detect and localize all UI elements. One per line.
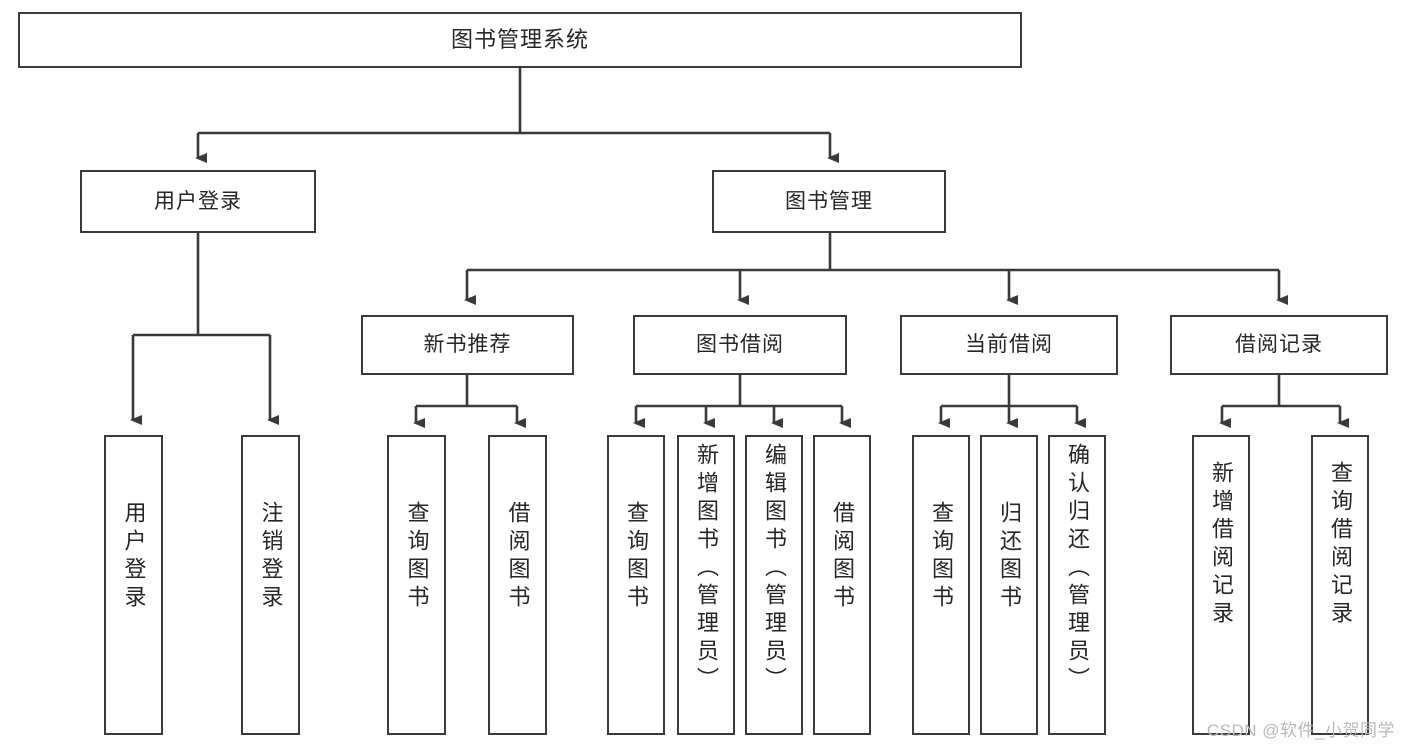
- node-root-book-management-system[interactable]: 图书管理系统: [18, 12, 1022, 68]
- node-label: 新增借阅记录: [1209, 461, 1234, 629]
- node-label: 归还图书: [997, 501, 1022, 613]
- node-current-borrow[interactable]: 当前借阅: [900, 315, 1118, 375]
- node-label: 用户登录: [121, 501, 147, 613]
- node-label: 确认归还（管理员）: [1065, 443, 1090, 695]
- node-label: 查询图书: [404, 501, 430, 613]
- node-label: 查询图书: [624, 501, 649, 613]
- leaf-book-borrow-query-book[interactable]: 查询图书: [607, 435, 665, 735]
- node-label: 图书管理: [785, 189, 873, 213]
- node-label: 图书管理系统: [450, 26, 589, 52]
- node-label: 图书借阅: [696, 333, 784, 357]
- node-book-management[interactable]: 图书管理: [712, 170, 946, 233]
- leaf-current-borrow-confirm-return-admin[interactable]: 确认归还（管理员）: [1048, 435, 1106, 735]
- node-label: 注销登录: [258, 501, 284, 613]
- leaf-current-borrow-query-book[interactable]: 查询图书: [912, 435, 970, 735]
- node-label: 新书推荐: [423, 333, 512, 357]
- node-label: 编辑图书（管理员）: [762, 443, 787, 695]
- node-label: 查询图书: [929, 501, 954, 613]
- node-label: 新增图书（管理员）: [694, 443, 719, 695]
- watermark-text: CSDN @软件_小贺同学: [1206, 721, 1395, 740]
- leaf-borrow-record-add-record[interactable]: 新增借阅记录: [1192, 435, 1250, 735]
- leaf-book-borrow-edit-book-admin[interactable]: 编辑图书（管理员）: [745, 435, 803, 735]
- node-label: 借阅图书: [830, 501, 855, 613]
- leaf-user-login-login[interactable]: 用户登录: [104, 435, 163, 735]
- leaf-borrow-record-query-record[interactable]: 查询借阅记录: [1311, 435, 1369, 735]
- node-borrow-record[interactable]: 借阅记录: [1170, 315, 1388, 375]
- leaf-user-login-logout[interactable]: 注销登录: [241, 435, 300, 735]
- leaf-new-book-borrow-book[interactable]: 借阅图书: [488, 435, 547, 735]
- node-new-book-recommend[interactable]: 新书推荐: [361, 315, 574, 375]
- leaf-book-borrow-borrow-book[interactable]: 借阅图书: [813, 435, 871, 735]
- node-label: 查询借阅记录: [1328, 461, 1353, 629]
- node-user-login[interactable]: 用户登录: [80, 170, 316, 233]
- leaf-book-borrow-add-book-admin[interactable]: 新增图书（管理员）: [677, 435, 735, 735]
- node-label: 借阅图书: [505, 501, 531, 613]
- leaf-new-book-query-book[interactable]: 查询图书: [387, 435, 446, 735]
- leaf-current-borrow-return-book[interactable]: 归还图书: [980, 435, 1038, 735]
- node-label: 用户登录: [154, 189, 242, 213]
- node-label: 当前借阅: [965, 333, 1053, 357]
- node-book-borrow[interactable]: 图书借阅: [633, 315, 847, 375]
- node-label: 借阅记录: [1235, 333, 1323, 357]
